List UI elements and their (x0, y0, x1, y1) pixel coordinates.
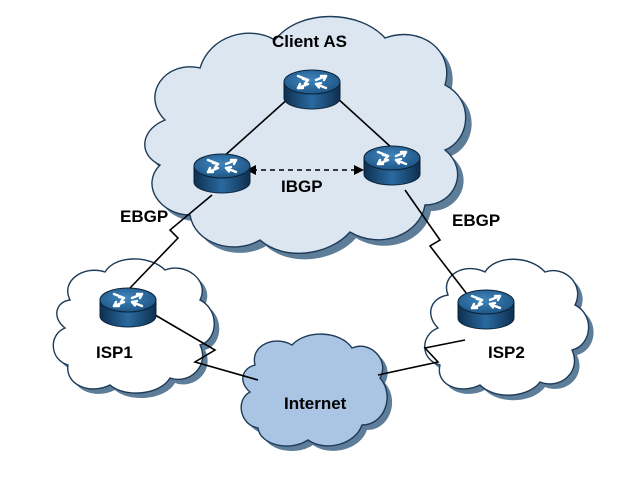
isp1-internet-link (149, 311, 259, 381)
internet-label: Internet (284, 394, 347, 413)
router-icon (98, 286, 158, 329)
link-top-right (335, 96, 393, 149)
client-as-label: Client AS (272, 32, 347, 51)
router-icon (362, 144, 422, 187)
router-icon (192, 152, 252, 195)
client-as-cloud (144, 15, 472, 260)
isp1-label: ISP1 (96, 343, 133, 362)
internet-cloud (240, 333, 393, 452)
ebgp-right-link (404, 189, 471, 299)
ibgp-label: IBGP (281, 177, 323, 196)
router-icon (282, 68, 342, 111)
ibgp-arrow-left (246, 165, 256, 175)
links (129, 96, 471, 381)
ibgp-arrow-right (354, 165, 364, 175)
isp2-internet-link (377, 339, 466, 376)
isp2-cloud (424, 258, 594, 401)
router-icon (456, 288, 516, 331)
isp2-label: ISP2 (488, 343, 525, 362)
link-top-left (221, 96, 291, 159)
ebgp-left-label: EBGP (120, 207, 168, 226)
ebgp-left-link (129, 194, 213, 289)
ebgp-right-label: EBGP (452, 211, 500, 230)
isp1-cloud (52, 258, 220, 399)
